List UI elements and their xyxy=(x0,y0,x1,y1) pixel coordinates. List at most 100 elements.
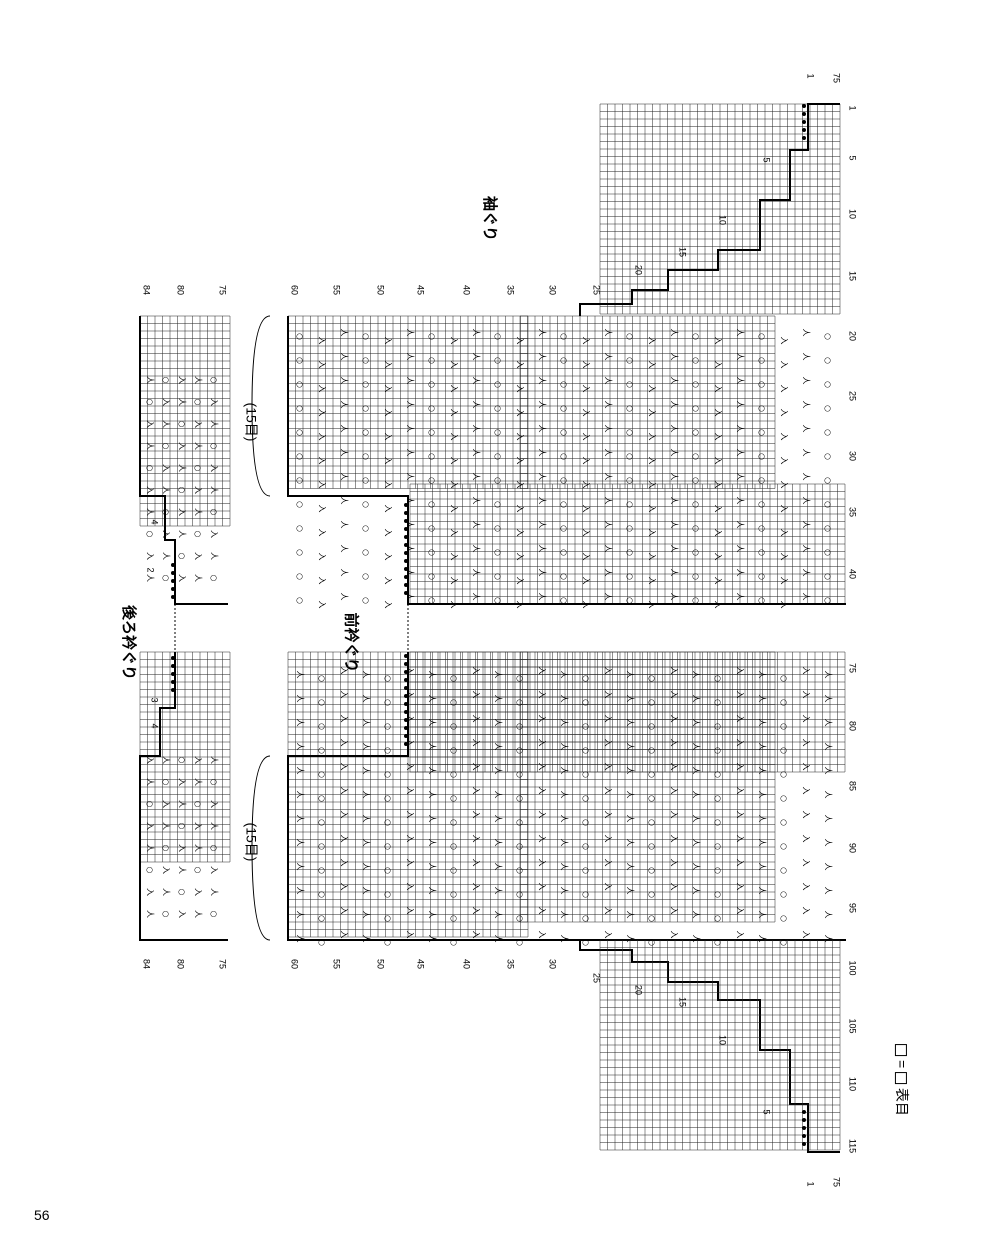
stitch-symbol: 入 xyxy=(538,859,547,867)
stitch-number-label: 90 xyxy=(848,843,858,853)
stitch-symbol: 入 xyxy=(384,433,393,441)
stitch-symbol: 入 xyxy=(194,888,203,896)
stitch-symbol: ○ xyxy=(692,405,701,412)
stitch-symbol: 入 xyxy=(714,457,723,465)
stitch-symbol: ○ xyxy=(714,939,723,946)
stitch-symbol: ○ xyxy=(162,845,171,852)
stitch-symbol: 入 xyxy=(802,835,811,843)
stitch-symbol: 入 xyxy=(780,337,789,345)
stitch-symbol: ○ xyxy=(450,723,459,730)
stitch-symbol: ○ xyxy=(428,501,437,508)
stitch-symbol: 入 xyxy=(516,601,525,609)
stitch-symbol: 入 xyxy=(538,739,547,747)
stitch-symbol: ○ xyxy=(428,381,437,388)
stitch-symbol: 人 xyxy=(194,844,203,852)
stitch-symbol: 人 xyxy=(472,497,481,505)
stitch-symbol: ○ xyxy=(296,333,305,340)
stitch-symbol: 入 xyxy=(340,835,349,843)
stitch-symbol: 人 xyxy=(210,486,219,494)
stitch-symbol: 人 xyxy=(670,473,679,481)
stitch-symbol: 人 xyxy=(538,497,547,505)
stitch-symbol: 人 xyxy=(538,521,547,529)
stitch-symbol: ○ xyxy=(758,333,767,340)
stitch-symbol: ○ xyxy=(146,399,155,406)
stitch-symbol: ○ xyxy=(758,357,767,364)
stitch-symbol: ○ xyxy=(714,915,723,922)
stitch-symbol: 入 xyxy=(604,931,613,939)
stitch-symbol: 人 xyxy=(428,791,437,799)
stitch-symbol: 人 xyxy=(494,695,503,703)
stitch-symbol: ○ xyxy=(824,573,833,580)
stitch-symbol: 入 xyxy=(516,457,525,465)
stitch-symbol: ○ xyxy=(384,723,393,730)
stitch-symbol: 人 xyxy=(494,815,503,823)
stitch-symbol: ○ xyxy=(362,573,371,580)
stitch-symbol: ○ xyxy=(384,819,393,826)
stitch-symbol: 入 xyxy=(802,907,811,915)
stitch-symbol: 人 xyxy=(538,449,547,457)
stitch-symbol: 人 xyxy=(802,449,811,457)
stitch-symbol: 入 xyxy=(604,787,613,795)
stitch-symbol: ○ xyxy=(296,549,305,556)
stitch-symbol: 人 xyxy=(758,671,767,679)
stitch-symbol: ○ xyxy=(582,723,591,730)
stitch-symbol: 入 xyxy=(450,385,459,393)
stitch-symbol: 入 xyxy=(340,715,349,723)
stitch-symbol: 人 xyxy=(362,863,371,871)
stitch-symbol: 人 xyxy=(428,887,437,895)
stitch-symbol: ○ xyxy=(626,357,635,364)
stitch-symbol: 人 xyxy=(758,911,767,919)
stitch-symbol: ○ xyxy=(494,405,503,412)
stitch-symbol: ○ xyxy=(692,477,701,484)
stitch-symbol: ○ xyxy=(450,915,459,922)
stitch-symbol: 人 xyxy=(296,671,305,679)
stitch-symbol: 入 xyxy=(194,420,203,428)
stitch-symbol: 人 xyxy=(736,425,745,433)
stitch-symbol: ○ xyxy=(582,675,591,682)
bind-off-dot xyxy=(404,662,408,666)
stitch-symbol: 人 xyxy=(428,671,437,679)
stitch-symbol: 入 xyxy=(604,763,613,771)
stitch-symbol: 入 xyxy=(516,553,525,561)
stitch-symbol: 人 xyxy=(146,910,155,918)
stitch-symbol: 入 xyxy=(178,508,187,516)
stitch-symbol: 入 xyxy=(450,433,459,441)
stitch-symbol: ○ xyxy=(648,867,657,874)
stitch-symbol: ○ xyxy=(780,795,789,802)
stitch-symbol: ○ xyxy=(692,381,701,388)
back-neck-title: 後ろ衿ぐり xyxy=(120,604,138,681)
stitch-symbol: ○ xyxy=(362,549,371,556)
stitch-symbol: 入 xyxy=(146,486,155,494)
armhole-outline-top xyxy=(579,103,840,316)
stitch-number-label: 110 xyxy=(848,1077,858,1091)
stitch-symbol: ○ xyxy=(648,747,657,754)
stitch-symbol: ○ xyxy=(824,429,833,436)
stitch-symbol: 人 xyxy=(824,695,833,703)
stitch-symbol: 人 xyxy=(178,866,187,874)
stitch-symbol: ○ xyxy=(516,675,525,682)
stitch-symbol: ○ xyxy=(194,465,203,472)
stitch-symbol: ○ xyxy=(494,549,503,556)
stitch-number-label: 35 xyxy=(848,507,858,517)
stitch-symbol: ○ xyxy=(626,333,635,340)
stitch-symbol: 入 xyxy=(472,715,481,723)
front-neck-title: 前衿ぐり xyxy=(342,612,360,673)
stitch-symbol: ○ xyxy=(824,597,833,604)
stitch-symbol: 人 xyxy=(472,569,481,577)
stitch-symbol: ○ xyxy=(318,699,327,706)
stitch-symbol: 入 xyxy=(714,601,723,609)
stitch-symbol: 入 xyxy=(648,409,657,417)
stitch-symbol: 入 xyxy=(582,601,591,609)
stitch-symbol: ○ xyxy=(582,699,591,706)
stitch-symbol: 入 xyxy=(802,763,811,771)
stitch-symbol: ○ xyxy=(318,939,327,946)
stitch-symbol: 人 xyxy=(670,353,679,361)
stitch-symbol: 入 xyxy=(384,409,393,417)
stitch-symbol: ○ xyxy=(450,699,459,706)
stitch-symbol: ○ xyxy=(692,525,701,532)
stitch-symbol: ○ xyxy=(560,549,569,556)
stitch-symbol: 人 xyxy=(494,743,503,751)
stitch-symbol: 人 xyxy=(340,329,349,337)
stitch-symbol: ○ xyxy=(692,453,701,460)
stitch-number-label: 40 xyxy=(848,569,858,579)
